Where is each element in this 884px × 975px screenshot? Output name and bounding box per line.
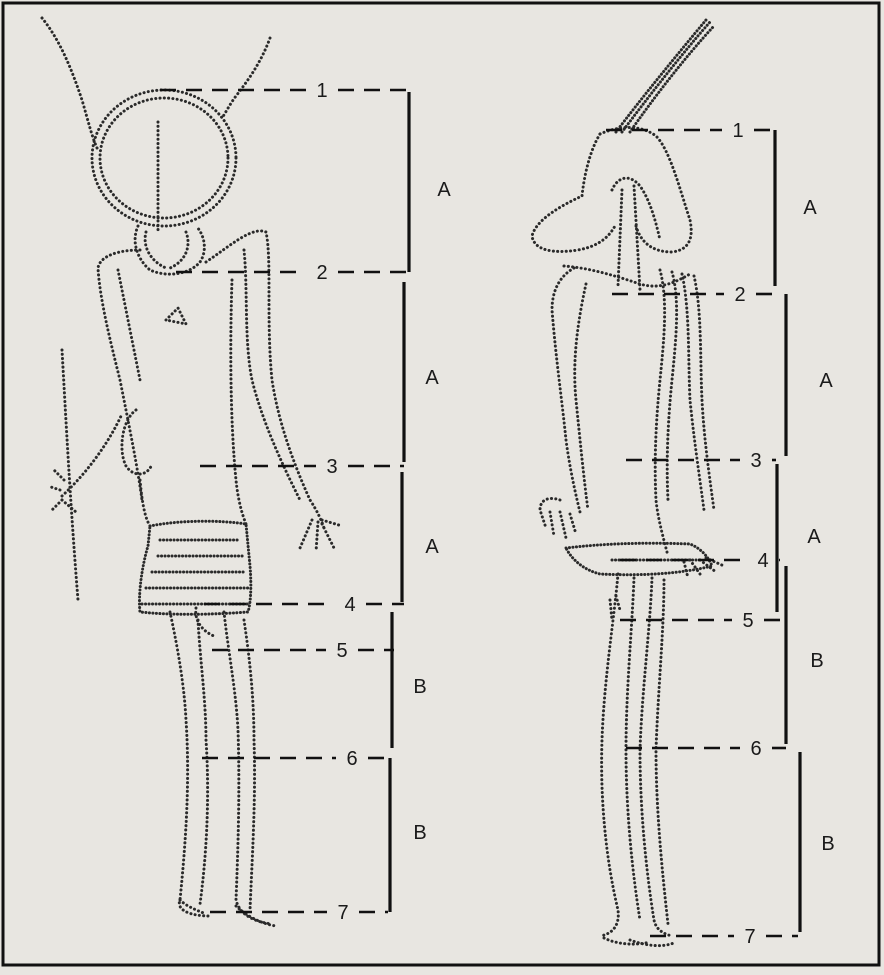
front-figure-staff xyxy=(62,350,78,600)
front-figure-skirt xyxy=(139,521,250,614)
side-mark-label-2: 2 xyxy=(734,284,745,306)
front-mark-label-7: 7 xyxy=(337,902,348,924)
side-segment-label-2: A xyxy=(819,370,833,392)
side-figure xyxy=(532,20,724,946)
side-figure-headdress-left xyxy=(532,134,616,251)
side-mark-label-5: 5 xyxy=(742,610,753,632)
front-figure-right-leg-inner xyxy=(244,620,255,910)
front-figure-head xyxy=(92,90,236,226)
front-figure-left-horn xyxy=(42,18,98,150)
front-figure-neck-inner xyxy=(145,232,188,268)
side-figure-front-leg-inner xyxy=(656,580,668,924)
front-segment-label-5: B xyxy=(413,822,426,844)
side-segment-label-3: A xyxy=(807,526,821,548)
front-segment-label-3: A xyxy=(425,536,439,558)
side-figure-horn xyxy=(616,20,714,132)
front-segment-label-1: A xyxy=(437,179,451,201)
front-mark-label-4: 4 xyxy=(344,594,355,616)
side-figure-left-arm-inner xyxy=(575,284,588,510)
front-figure-head-inner xyxy=(100,98,228,218)
side-figure-feet xyxy=(604,938,676,946)
side-mark-label-4: 4 xyxy=(757,550,768,572)
front-mark-label-1: 1 xyxy=(316,80,327,102)
side-figure-hand xyxy=(540,498,576,538)
side-figure-torso-front-inner xyxy=(667,272,676,500)
front-figure xyxy=(42,18,342,926)
frame-border xyxy=(3,3,879,965)
side-figure-back-inner xyxy=(694,276,714,510)
front-figure-staff-branches xyxy=(48,414,122,512)
front-figure-right-arm xyxy=(206,231,324,528)
side-segment-label-4: B xyxy=(810,650,823,672)
front-mark-label-5: 5 xyxy=(336,640,347,662)
front-figure-right-horn xyxy=(222,38,270,118)
front-figure-right-hand xyxy=(300,520,342,552)
side-mark-label-1: 1 xyxy=(732,120,743,142)
side-figure-face xyxy=(612,178,660,290)
side-figure-headdress xyxy=(600,128,691,253)
front-figure-chest-triangle xyxy=(166,308,186,324)
side-figure-torso-front xyxy=(655,270,668,556)
front-segment-label-4: B xyxy=(413,676,426,698)
side-figure-shoulder xyxy=(564,266,690,286)
front-segment-label-2: A xyxy=(425,367,439,389)
front-figure-torso-left xyxy=(140,480,150,526)
front-mark-label-6: 6 xyxy=(346,748,357,770)
side-mark-label-3: 3 xyxy=(750,450,761,472)
side-measurements: 1 2 3 4 5 6 7 A A A B B xyxy=(606,120,835,948)
front-mark-label-3: 3 xyxy=(326,456,337,478)
side-mark-label-7: 7 xyxy=(744,926,755,948)
front-mark-label-2: 2 xyxy=(316,262,327,284)
front-figure-right-arm-inner xyxy=(244,250,300,500)
side-segment-label-5: B xyxy=(821,833,834,855)
front-figure-feet xyxy=(180,900,276,926)
side-mark-label-6: 6 xyxy=(750,738,761,760)
side-figure-rear-leg xyxy=(600,574,618,936)
front-figure-left-arm xyxy=(98,250,142,500)
front-figure-left-leg-inner xyxy=(198,620,208,904)
front-figure-torso-right xyxy=(231,280,246,524)
side-segment-label-1: A xyxy=(803,197,817,219)
front-figure-left-arm-inner xyxy=(118,270,140,380)
